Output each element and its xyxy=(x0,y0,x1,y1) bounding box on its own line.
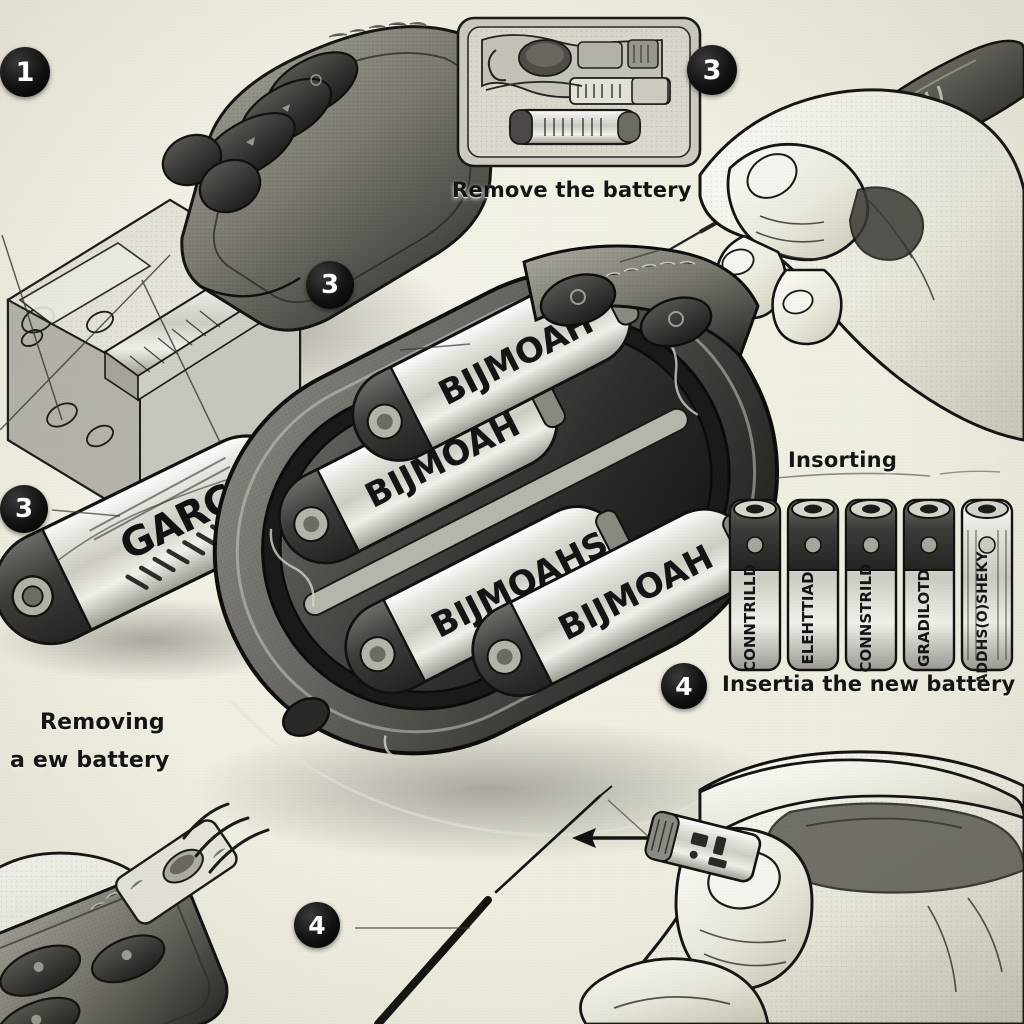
badge-label: 3 xyxy=(14,494,34,524)
svg-text:GRADILOTD: GRADILOTD xyxy=(915,569,933,667)
held-battery xyxy=(644,810,762,883)
panel-main-compartment: BIJMOAH BIJMOAHS xyxy=(190,244,790,862)
panel-hand-tool xyxy=(647,39,1024,442)
caption-remove-the-battery: Remove the battery xyxy=(452,178,692,202)
svg-text:ADDHS(O)SHEKY: ADDHS(O)SHEKY xyxy=(975,551,991,685)
svg-text:ELEHTTIAD: ELEHTTIAD xyxy=(799,571,817,664)
new-battery-2: ELEHTTIAD xyxy=(786,498,840,672)
caption-insorting: Insorting xyxy=(788,448,898,472)
badge-step-3-left: 3 xyxy=(0,485,48,533)
panel-fob-signal xyxy=(0,802,270,1024)
badge-label: 3 xyxy=(320,270,340,300)
panel-battery-row: CONNTRILLD ELEHTTIAD CONNSTRILD xyxy=(728,470,1014,685)
badge-step-4-right: 4 xyxy=(661,663,707,709)
badge-step-3-top-right: 3 xyxy=(687,45,737,95)
svg-text:CONNTRILLD: CONNTRILLD xyxy=(741,564,759,672)
caption-removing-line-1: Removing xyxy=(40,710,165,735)
inset-removed-battery xyxy=(508,108,642,146)
probe-tool[interactable] xyxy=(374,785,613,1024)
badge-label: 4 xyxy=(308,910,326,940)
insert-direction-arrow xyxy=(572,828,660,848)
new-battery-3: CONNSTRILD xyxy=(844,498,898,673)
fob-buttons[interactable] xyxy=(155,38,368,221)
hand-holding-battery xyxy=(579,750,1024,1024)
leader-lines-global xyxy=(51,249,661,929)
new-battery-5: ADDHS(O)SHEKY xyxy=(960,498,1014,685)
main-fob-brand-text xyxy=(605,260,696,277)
badge-step-4-bottom: 4 xyxy=(294,902,340,948)
badge-step-1: 1 xyxy=(0,47,50,97)
caption-removing-line-2: a ew battery xyxy=(10,748,170,773)
hand-holding-tool xyxy=(698,88,1024,442)
panel-open-fob xyxy=(0,21,497,522)
badge-step-3-center: 3 xyxy=(306,261,354,309)
new-battery-1: CONNTRILLD xyxy=(728,498,782,672)
new-battery-4: GRADILOTD xyxy=(902,498,956,672)
badge-label: 3 xyxy=(702,54,722,86)
main-fob-top-face xyxy=(522,244,760,359)
badge-label: 4 xyxy=(675,671,693,701)
fob-brand-text xyxy=(328,21,427,38)
panel-inset-remove xyxy=(456,16,702,168)
badge-label: 1 xyxy=(15,56,35,88)
signal-waves-icon xyxy=(182,802,270,874)
caption-insert-new-battery: Insertia the new battery xyxy=(722,672,1016,696)
svg-text:CONNSTRILD: CONNSTRILD xyxy=(857,563,875,672)
panel-hand-insert xyxy=(374,750,1024,1024)
